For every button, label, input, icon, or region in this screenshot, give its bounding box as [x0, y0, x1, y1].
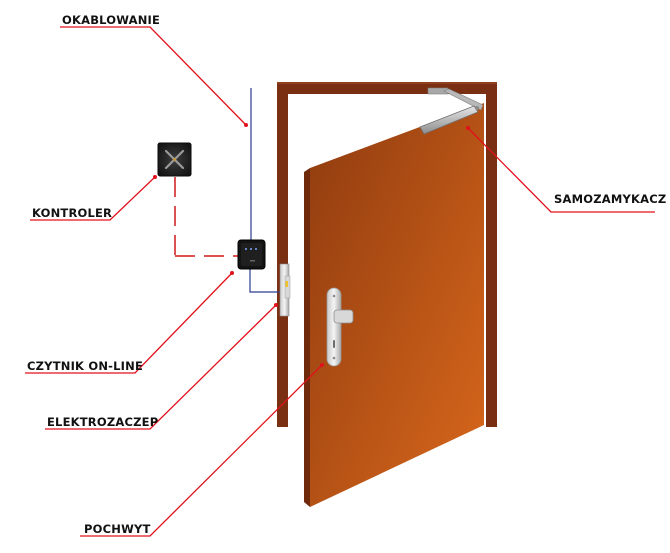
handle-screw-top — [332, 294, 336, 298]
leader-end-dot — [320, 363, 324, 367]
frame-top-highlight — [277, 82, 497, 84]
leader-elektrozaczep — [45, 304, 277, 430]
closer-body — [419, 105, 479, 135]
reader-led-2 — [250, 248, 252, 250]
leader-lines — [25, 26, 655, 537]
label-samozamykacz: SAMOZAMYKACZ — [554, 192, 666, 206]
closer-pivot — [475, 106, 479, 110]
door-closer — [419, 87, 484, 135]
handle-backplate — [326, 287, 342, 367]
door-handle — [326, 287, 354, 367]
leader-okablowanie — [60, 26, 247, 126]
reader-logo-icon — [250, 260, 255, 262]
leader-end-dot — [230, 271, 234, 275]
handle-keyhole-icon — [333, 340, 335, 348]
strike-indicator — [285, 281, 288, 287]
handle-lever — [333, 309, 354, 324]
labels: OKABLOWANIE KONTROLER CZYTNIK ON-LINE EL… — [27, 13, 666, 536]
reader-led-1 — [245, 248, 247, 250]
leader-pochwyt — [80, 364, 323, 537]
door-leaf — [304, 103, 484, 507]
label-pochwyt: POCHWYT — [84, 522, 151, 536]
controller-link — [174, 177, 238, 257]
controller-device — [157, 142, 192, 177]
reader-led-3 — [255, 248, 257, 250]
leader-end-dot — [466, 126, 470, 130]
handle-screw-bottom — [332, 356, 336, 360]
controller-led — [173, 158, 176, 161]
door-panel — [310, 103, 484, 507]
leader-end-dot — [244, 123, 248, 127]
reader-device — [237, 239, 266, 270]
cable-reader-to-strike — [249, 268, 281, 293]
closer-arm — [443, 88, 484, 111]
electric-strike — [279, 263, 291, 317]
label-okablowanie: OKABLOWANIE — [62, 13, 160, 27]
frame-left-post — [277, 82, 288, 427]
reader-face — [241, 243, 262, 266]
leader-end-dot — [274, 303, 278, 307]
leader-samozamykacz — [467, 127, 655, 213]
leader-kontroler — [30, 176, 156, 221]
door-edge — [304, 168, 310, 507]
leader-end-dot — [153, 175, 157, 179]
leader-czytnik — [25, 272, 233, 374]
frame-right-post — [486, 82, 497, 427]
cabling — [249, 88, 281, 293]
label-czytnik-online: CZYTNIK ON-LINE — [27, 359, 143, 373]
label-kontroler: KONTROLER — [32, 206, 112, 220]
label-elektrozaczep: ELEKTROZACZEP — [47, 415, 158, 429]
